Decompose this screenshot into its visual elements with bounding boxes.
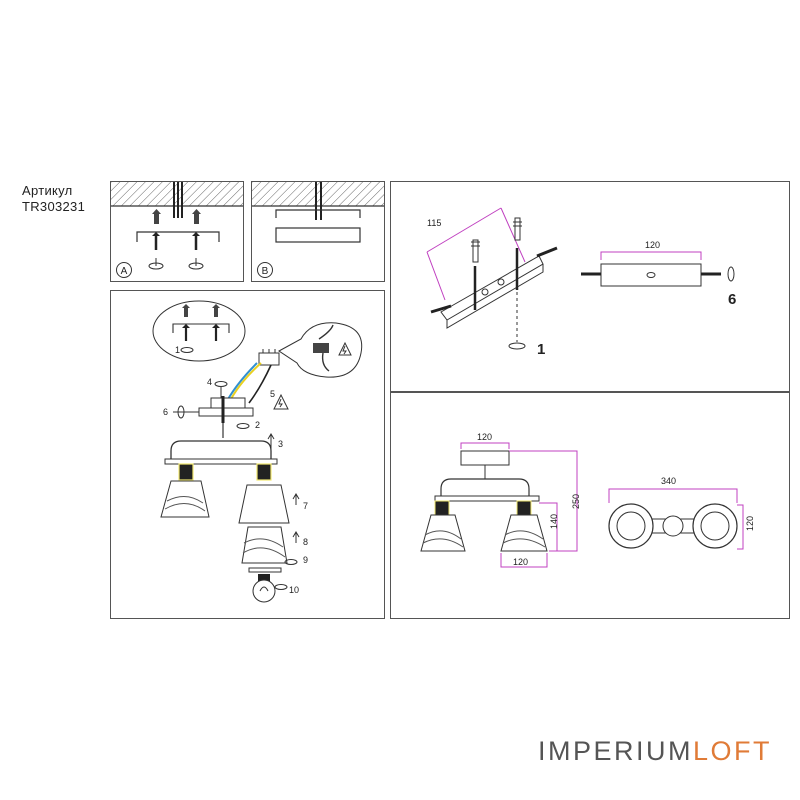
electric-warning-icon — [273, 393, 289, 410]
dimension-line — [539, 502, 558, 551]
dimension-line — [608, 488, 738, 503]
wire-yellow — [230, 362, 262, 400]
base-width-label: 120 — [477, 432, 492, 442]
ceiling-hatch — [252, 182, 384, 206]
rotate-icon — [508, 342, 526, 350]
dimensions-drawing: 120 250 140 120 340 120 — [420, 432, 755, 568]
screw-icon — [430, 304, 452, 314]
mounting-bracket — [198, 407, 254, 417]
step-7-label: 7 — [303, 501, 308, 511]
article-info: Артикул TR303231 — [22, 183, 85, 215]
bracket-drawing: 115 1 120 6 — [426, 207, 736, 358]
cover-plate — [600, 263, 702, 287]
rotate-icon — [180, 347, 194, 353]
cover-plate-step-label: 6 — [728, 291, 736, 308]
dowel-icon — [152, 209, 201, 224]
wire-black — [248, 364, 272, 404]
socket-left — [434, 500, 450, 516]
bracket-step-label: 1 — [537, 341, 545, 358]
shade-right — [500, 514, 548, 552]
dowel-icon — [471, 217, 522, 263]
screw-icon — [182, 324, 220, 341]
ring-step-9 — [248, 567, 282, 573]
terminal-block — [313, 324, 334, 372]
lamp-arm — [440, 478, 530, 497]
top-view-center — [662, 515, 684, 537]
depth-label: 120 — [745, 516, 755, 531]
dimension-line — [509, 450, 578, 552]
mount-option-b-drawing: B — [252, 182, 384, 278]
rotate-icon — [727, 266, 735, 282]
step-9-label: 9 — [303, 555, 308, 565]
option-a-badge — [116, 262, 132, 278]
electric-warning-icon — [338, 341, 352, 356]
screw-icon — [536, 246, 558, 258]
option-b-badge — [257, 262, 273, 278]
dimension-line — [426, 207, 502, 253]
rotate-icon — [236, 423, 250, 429]
rotate-icon — [274, 584, 288, 590]
option-a-letter: A — [121, 266, 128, 277]
total-height-label: 250 — [571, 494, 581, 509]
rotate-icon — [214, 381, 228, 387]
shade-left — [160, 480, 210, 518]
step-3-label: 3 — [278, 439, 283, 449]
total-length-label: 340 — [661, 476, 676, 486]
shade-left — [420, 514, 466, 552]
glass-step-8 — [241, 526, 288, 564]
lamp-base-bar — [434, 495, 540, 502]
bracket-outline — [275, 209, 361, 218]
dimension-line — [460, 442, 510, 449]
brand-name-left: IMPERIUM — [538, 736, 693, 766]
step-10-label: 10 — [289, 585, 299, 595]
step-4-label: 4 — [207, 377, 212, 387]
article-code: TR303231 — [22, 199, 86, 214]
terminal-connector — [258, 352, 280, 366]
dowel-icon — [182, 304, 220, 317]
step-8-label: 8 — [303, 537, 308, 547]
bracket-outline — [136, 231, 220, 242]
bulb-icon — [252, 579, 276, 603]
assembly-drawing: 1 4 5 6 — [152, 300, 363, 603]
shade-width-label: 120 — [513, 557, 528, 567]
bulb-base — [258, 574, 270, 582]
rotate-icon — [284, 559, 298, 565]
bracket-panel: 115 1 120 6 — [390, 181, 790, 392]
mount-option-b-panel: B — [251, 181, 385, 282]
brand-name-right: LOFT — [693, 736, 773, 766]
bracket-width-label: 115 — [427, 218, 441, 228]
socket-right — [256, 463, 272, 481]
bracket-bar — [440, 255, 544, 321]
step-6-label: 6 — [163, 407, 168, 417]
socket-right — [516, 500, 532, 516]
mount-option-a-drawing: A — [111, 182, 243, 278]
screw-icon — [473, 248, 519, 310]
option-b-letter: B — [262, 266, 269, 277]
ceiling-base — [460, 450, 510, 466]
step-1-label: 1 — [175, 345, 180, 355]
step-2-label: 2 — [255, 420, 260, 430]
lamp-arm — [170, 440, 272, 461]
cover-plate-width-label: 120 — [645, 240, 660, 250]
shade-height-label: 140 — [549, 514, 559, 529]
dimension-line — [737, 504, 744, 550]
mounting-plate — [275, 227, 361, 243]
lamp-base-bar — [164, 458, 278, 465]
socket-left — [178, 463, 194, 481]
assembly-panel: 1 4 5 6 — [110, 290, 385, 619]
dimension-line — [500, 553, 548, 568]
dimensions-panel: 120 250 140 120 340 120 — [390, 392, 790, 619]
article-label: Артикул — [22, 183, 73, 198]
shade-step-7 — [238, 484, 290, 524]
wires — [173, 182, 183, 218]
rotate-icon — [148, 258, 204, 270]
dimension-line — [600, 251, 702, 260]
mount-option-a-panel: A — [110, 181, 244, 282]
mount-detail-bubble — [152, 300, 246, 362]
screw-icon — [152, 232, 200, 250]
brand-logo: IMPERIUMLOFT — [538, 736, 772, 767]
step-5-label: 5 — [270, 389, 275, 399]
